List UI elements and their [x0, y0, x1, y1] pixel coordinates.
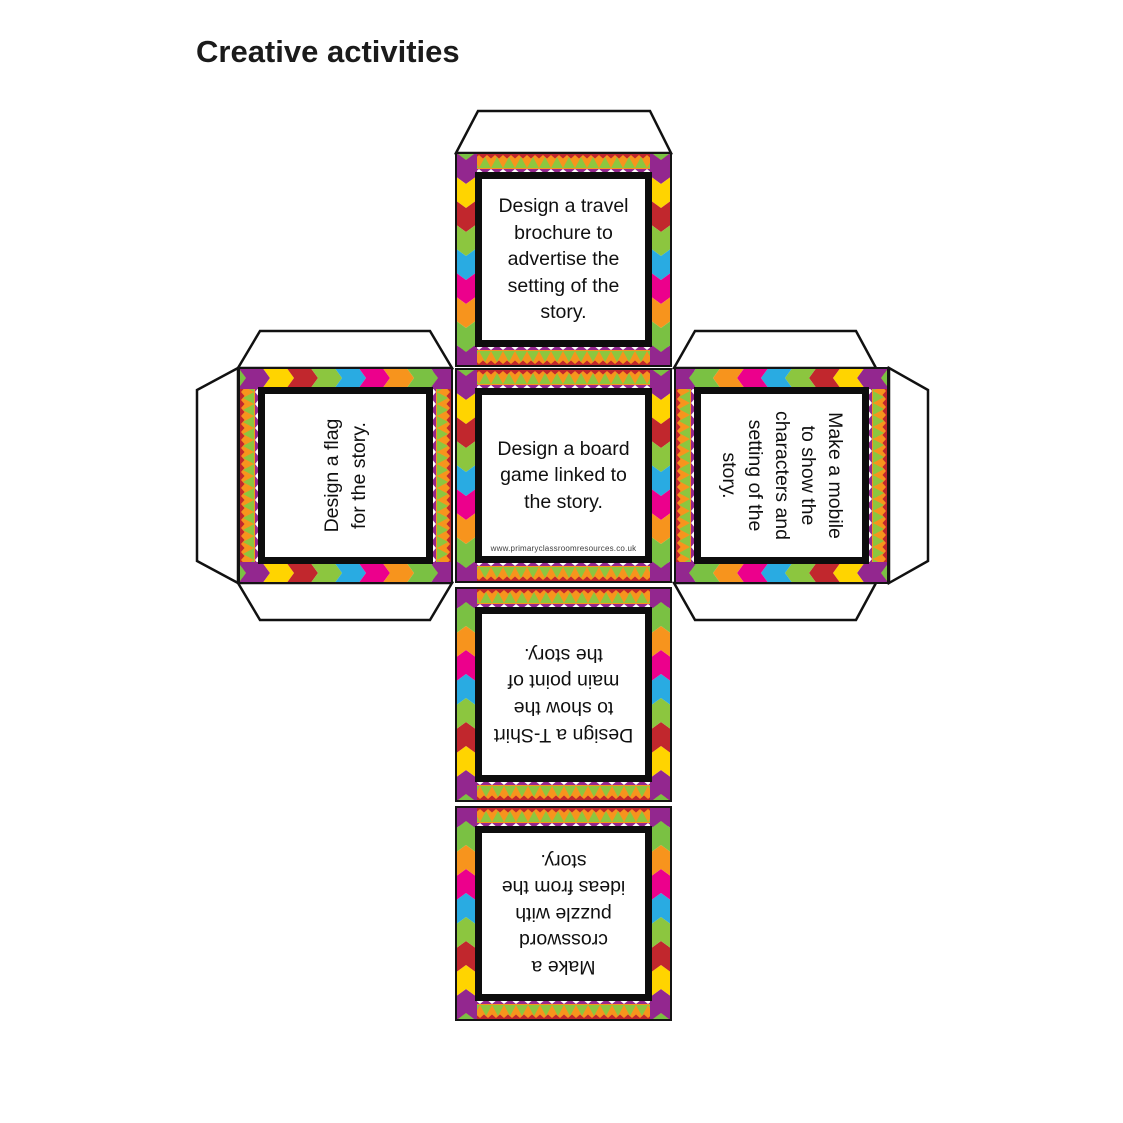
face-right-panel: Make a mobile to show the characters and… [694, 387, 869, 564]
glue-flap [453, 109, 674, 155]
face-bottom-panel: Make a crossword puzzle with ideas from … [475, 826, 652, 1001]
face-center-text: Design a board game linked to the story. [497, 437, 630, 513]
glue-flap [235, 329, 455, 370]
glue-flap [671, 581, 879, 622]
face-top-panel: Design a travel brochure to advertise th… [475, 172, 652, 347]
face-lower-panel: Design a T-Shirt to show the main point … [475, 607, 652, 782]
glue-flap [235, 581, 455, 622]
face-top: Design a travel brochure to advertise th… [455, 152, 672, 367]
face-bottom-text: Make a crossword puzzle with ideas from … [501, 849, 626, 978]
face-right: Make a mobile to show the characters and… [674, 367, 889, 584]
glue-flap [195, 365, 240, 586]
watermark-url: www.primaryclassroomresources.co.uk [490, 544, 637, 553]
face-lower: Design a T-Shirt to show the main point … [455, 587, 672, 802]
face-left-panel: Design a flag for the story. [258, 387, 433, 564]
face-bottom: Make a crossword puzzle with ideas from … [455, 806, 672, 1021]
face-right-text: Make a mobile to show the characters and… [717, 411, 846, 540]
face-top-text: Design a travel brochure to advertise th… [498, 195, 629, 324]
page-title: Creative activities [196, 34, 460, 69]
face-lower-text: Design a T-Shirt to show the main point … [493, 643, 634, 746]
glue-flap [887, 365, 930, 586]
glue-flap [671, 329, 879, 370]
face-center: Design a board game linked to the story.… [455, 368, 672, 583]
face-left-text: Design a flag for the story. [320, 418, 370, 533]
face-center-panel: Design a board game linked to the story.… [475, 388, 652, 563]
face-left: Design a flag for the story. [238, 367, 453, 584]
